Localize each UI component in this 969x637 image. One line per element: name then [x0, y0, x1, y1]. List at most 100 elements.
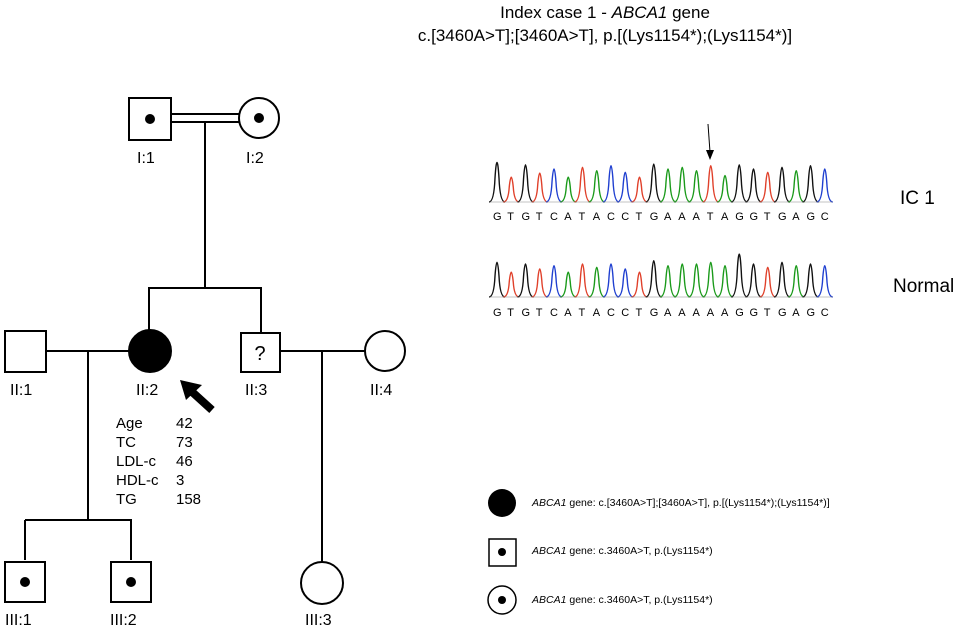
sequence-base: A	[564, 211, 572, 223]
sequence-base: T	[578, 307, 586, 319]
individual-III1-carrier-dot	[20, 577, 30, 587]
chromatogram-peak	[702, 165, 719, 203]
chromatogram-peak	[688, 169, 705, 203]
legend-text: gene: c.3460A>T, p.(Lys1154*)	[566, 594, 713, 606]
individual-II1-square[interactable]	[4, 330, 47, 373]
sequence-base: A	[692, 211, 700, 223]
chromatogram-peak	[702, 261, 719, 298]
lipid-value: 73	[176, 434, 193, 451]
sequence-base: G	[749, 307, 759, 319]
lipid-label: Age	[116, 415, 143, 432]
sequence-base: A	[792, 211, 800, 223]
legend-entry-homozygous: ABCA1 gene: c.[3460A>T];[3460A>T], p.[(L…	[532, 497, 830, 509]
lipid-value: 158	[176, 491, 202, 508]
legend-text: gene: c.[3460A>T];[3460A>T], p.[(Lys1154…	[566, 497, 830, 509]
chromatogram-peak	[574, 263, 591, 298]
sequence-base: G	[806, 307, 816, 319]
sequence-base: T	[763, 307, 771, 319]
sequence-base: A	[678, 211, 686, 223]
chromatogram-peak	[531, 268, 548, 298]
sequence-base: A	[664, 211, 672, 223]
label-III3: III:3	[305, 612, 332, 629]
sequence-base: A	[592, 307, 601, 319]
individual-I1-carrier-dot	[145, 114, 155, 124]
label-I1: I:1	[137, 150, 155, 167]
sequence-base: A	[721, 211, 729, 223]
sequence-base: T	[507, 211, 514, 223]
chromatogram-peak	[503, 176, 520, 203]
legend-entry-female-carrier: ABCA1 gene: c.3460A>T, p.(Lys1154*)	[532, 594, 713, 606]
chromatogram-peak	[488, 161, 506, 203]
individual-I2-carrier-dot	[254, 113, 264, 123]
chromatogram-peak	[688, 263, 705, 298]
sequence-base: A	[664, 307, 672, 319]
individual-III2-square[interactable]	[110, 561, 152, 603]
sequence-base: G	[521, 307, 531, 319]
figure-title-line-2: c.[3460A>T];[3460A>T], p.[(Lys1154*);(Ly…	[417, 26, 793, 45]
individual-II3-unknown-mark: ?	[254, 343, 265, 365]
chromatogram-peak	[503, 271, 520, 298]
sequence-base: G	[521, 211, 531, 223]
chromatogram-peak	[759, 171, 776, 203]
chromatogram-peak	[531, 172, 548, 203]
chromatogram-peak	[716, 264, 734, 298]
sequence-base: A	[692, 307, 700, 319]
figure-title-line-1: Index case 1 - ABCA1 gene	[355, 3, 855, 23]
chromatogram-peak	[645, 163, 662, 203]
title-gene: ABCA1	[611, 3, 668, 22]
sequence-base: C	[550, 307, 558, 319]
sequence-base: G	[649, 307, 659, 319]
sequence-base: C	[550, 211, 558, 223]
individual-II4-circle[interactable]	[364, 330, 406, 372]
sequence-base: A	[792, 307, 800, 319]
chromatogram-peak	[560, 176, 577, 203]
chromatogram-peak	[488, 261, 506, 298]
legend-square-dot-icon	[488, 538, 517, 567]
chromatogram-peak	[659, 168, 677, 203]
label-II1: II:1	[10, 382, 33, 399]
chromatogram-peak	[745, 263, 762, 298]
individual-III2-carrier-dot	[126, 577, 136, 587]
chromatogram-peak	[773, 261, 791, 298]
legend-filled-circle-icon	[488, 489, 516, 517]
chromatogram-peak	[517, 263, 534, 298]
chromatogram-peak	[802, 263, 819, 298]
sequence-base: C	[607, 211, 615, 223]
label-III2: III:2	[110, 612, 137, 629]
sequence-base: G	[735, 211, 744, 223]
individual-III3-circle[interactable]	[300, 561, 344, 605]
legend-text: gene: c.3460A>T, p.(Lys1154*)	[566, 545, 713, 557]
sequence-base: A	[706, 307, 715, 319]
individual-II3-square[interactable]	[240, 332, 281, 373]
chromatogram-peak	[788, 169, 805, 203]
chromatogram-peak	[617, 171, 634, 203]
chromatogram-peak	[731, 253, 748, 298]
chromatogram-normal	[488, 253, 833, 298]
lipid-value: 46	[176, 453, 193, 470]
sequence-base: A	[678, 307, 686, 319]
sequence-base: T	[507, 307, 514, 319]
chromatogram-peak	[631, 271, 648, 298]
proband-arrow-icon	[180, 380, 215, 413]
chromatogram-peak	[631, 176, 648, 203]
sequence-base: A	[564, 307, 572, 319]
sequence-base: G	[493, 211, 502, 223]
individual-II2-circle[interactable]	[128, 329, 172, 373]
legend-square-dot-inner	[498, 548, 506, 556]
sequence-base: G	[778, 211, 787, 223]
chromatogram-peak	[716, 174, 734, 203]
legend-entry-male-carrier: ABCA1 gene: c.3460A>T, p.(Lys1154*)	[532, 545, 713, 557]
sequence-base: G	[649, 211, 659, 223]
legend-gene: ABCA1	[532, 545, 567, 557]
sequence-base: G	[806, 211, 816, 223]
chromatogram-peak	[816, 264, 833, 298]
sequence-base: C	[621, 211, 630, 223]
chromatogram-peak	[645, 260, 662, 298]
chromatogram-peak	[517, 164, 534, 203]
sequence-base: C	[607, 307, 615, 319]
lipid-label: HDL-c	[116, 472, 159, 489]
legend-gene: ABCA1	[532, 497, 567, 509]
chromatogram-peak	[574, 166, 591, 203]
sequence-base: T	[635, 211, 643, 223]
chromatogram-ic1	[488, 161, 833, 203]
